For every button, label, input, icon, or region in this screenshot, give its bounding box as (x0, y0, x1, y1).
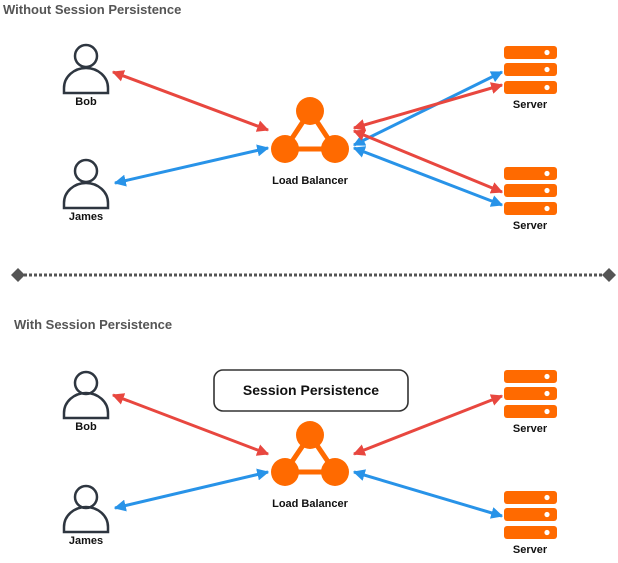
arrow-lb-server1-red (352, 82, 504, 131)
user-icon (62, 43, 110, 95)
section-without-persistence: Without Session Persistence Bob James (3, 2, 557, 232)
user-label: James (69, 535, 103, 547)
arrow-lb-server1-blue (352, 70, 504, 147)
user-james: James (62, 158, 110, 223)
server-label: Server (513, 99, 548, 111)
arrow-james-lb (113, 468, 270, 512)
diamond-endpoint-left (11, 268, 25, 282)
arrow-bob-lb (111, 70, 270, 132)
server-1: Server (504, 46, 557, 111)
server-icon (504, 491, 557, 539)
load-balancer-icon (271, 97, 349, 163)
user-label: James (69, 211, 103, 223)
user-icon (62, 158, 110, 210)
server-2: Server (504, 491, 557, 556)
load-balancer-label: Load Balancer (272, 498, 349, 510)
session-persistence-label: Session Persistence (243, 382, 379, 398)
server-label: Server (513, 220, 548, 232)
server-label: Server (513, 423, 548, 435)
user-label: Bob (75, 96, 97, 108)
diamond-endpoint-right (602, 268, 616, 282)
section-title: Without Session Persistence (3, 2, 181, 17)
server-label: Server (513, 544, 548, 556)
server-icon (504, 46, 557, 94)
section-with-persistence: With Session Persistence Session Persist… (14, 317, 557, 556)
user-label: Bob (75, 421, 97, 433)
session-persistence-box: Session Persistence (213, 369, 409, 412)
arrow-lb-server2-blue (352, 469, 504, 519)
arrow-lb-server1-red (352, 394, 504, 456)
user-icon (62, 370, 110, 420)
user-bob: Bob (62, 43, 110, 108)
server-icon (504, 370, 557, 418)
server-1: Server (504, 370, 557, 435)
load-balancer-label: Load Balancer (272, 175, 349, 187)
arrow-james-lb (113, 144, 270, 187)
server-icon (504, 167, 557, 215)
server-2: Server (504, 167, 557, 232)
section-divider (11, 268, 616, 282)
user-bob: Bob (62, 370, 110, 433)
section-title: With Session Persistence (14, 317, 172, 332)
arrow-bob-lb (111, 393, 270, 456)
load-balancer-icon (271, 421, 349, 486)
user-icon (62, 484, 110, 534)
load-balancer: Load Balancer (271, 97, 349, 187)
arrow-lb-server2-blue (352, 146, 504, 207)
load-balancer: Load Balancer (271, 421, 349, 510)
arrow-lb-server2-red (352, 129, 504, 194)
user-james: James (62, 484, 110, 547)
